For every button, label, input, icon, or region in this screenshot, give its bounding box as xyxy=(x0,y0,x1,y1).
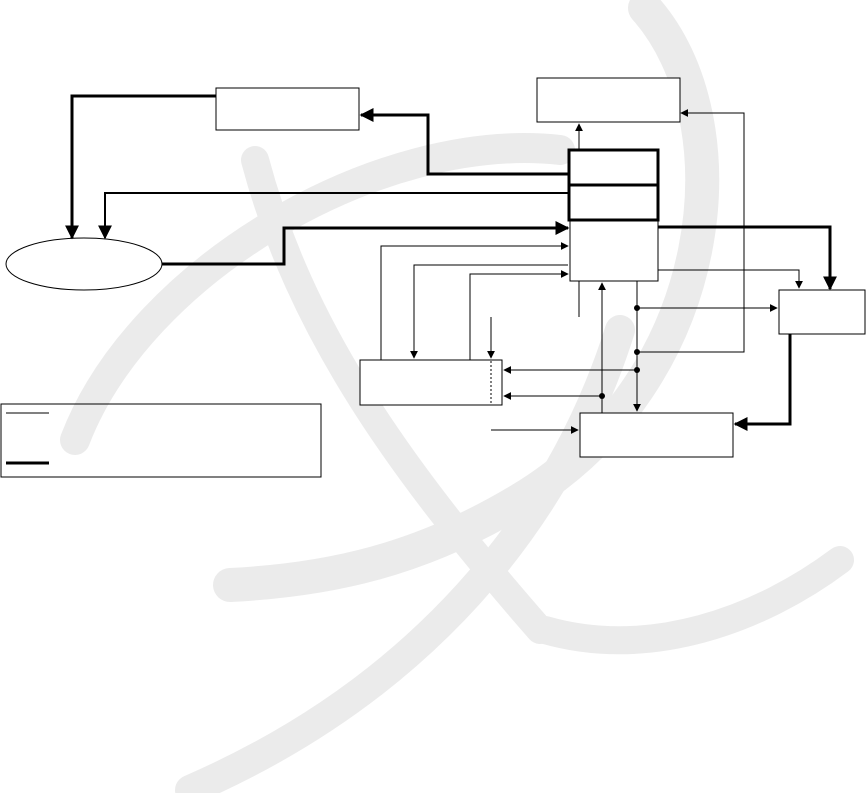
legend xyxy=(0,403,322,478)
thin-line-center-to-middle xyxy=(410,264,568,359)
thick-connections xyxy=(65,94,837,431)
thick-line-center-to-right xyxy=(658,225,837,291)
thick-line-right-to-bottom xyxy=(733,334,792,431)
junction-dot xyxy=(634,367,640,373)
thin-line-loop-to-topright xyxy=(637,109,745,353)
box-double-upper xyxy=(567,148,660,187)
thin-connections xyxy=(380,109,803,434)
junction-dot xyxy=(634,305,640,311)
junction-dot xyxy=(599,393,605,399)
thin-line-middle-to-center-a xyxy=(380,242,569,360)
box-middle-left xyxy=(359,359,503,406)
box-top-left xyxy=(215,87,360,131)
thick-line-double-to-topleft xyxy=(359,108,569,176)
ellipse-left xyxy=(5,237,163,291)
junction-dot xyxy=(634,349,640,355)
box-bottom-center xyxy=(579,412,734,458)
thin-line-middle-to-center-b xyxy=(469,270,569,360)
box-right xyxy=(778,289,866,335)
box-double-lower xyxy=(567,183,660,222)
thick-line-topleft-to-ellipse xyxy=(65,94,216,240)
blocks xyxy=(5,77,866,458)
box-top-right xyxy=(536,77,681,123)
thick-line-double-to-ellipse xyxy=(98,192,569,240)
box-center xyxy=(569,220,659,282)
thin-line-center-to-right xyxy=(658,269,803,289)
junction-dots xyxy=(599,305,640,399)
thick-line-ellipse-to-center xyxy=(162,221,570,266)
legend-frame xyxy=(0,403,322,478)
